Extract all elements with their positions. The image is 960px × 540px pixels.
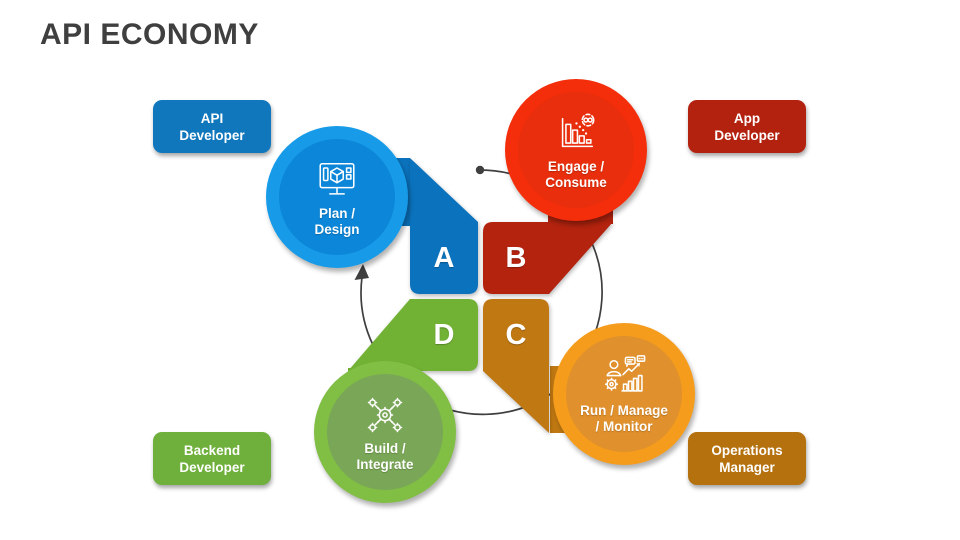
stage-circle-engage-consume: Engage / Consume <box>505 79 647 221</box>
stage-label-line2: Integrate <box>356 456 414 472</box>
stage-circle-engage-consume-inner: Engage / Consume <box>518 92 634 208</box>
role-label-line2: Manager <box>719 459 775 475</box>
role-label-line1: API <box>200 110 224 126</box>
stage-label-line2: / Monitor <box>595 418 653 434</box>
role-label-line1: App <box>733 110 761 126</box>
chart-coins-icon <box>561 113 595 147</box>
role-label-line1: Backend <box>183 442 241 458</box>
stage-letter-a: A <box>433 241 455 274</box>
role-label-line2: Developer <box>179 459 245 475</box>
role-label-line1: Operations <box>711 442 783 458</box>
stage-circle-build-integrate-inner: Build / Integrate <box>327 374 443 490</box>
stage-shape-b <box>483 222 613 294</box>
stage-label-line2: Design <box>314 221 360 237</box>
stage-circle-run-manage-monitor-inner: Run / Manage / Monitor <box>566 336 682 452</box>
stage-label-line2: Consume <box>545 174 607 190</box>
stage-label-line1: Plan / <box>318 205 355 221</box>
stage-letter-b: B <box>505 241 527 274</box>
role-box-app-developer: App Developer <box>688 100 806 153</box>
stage-label-line1: Run / Manage <box>580 402 668 418</box>
stage-label-line1: Engage / <box>547 158 605 174</box>
gear-network-icon <box>367 397 403 432</box>
stage-letter-c: C <box>505 318 527 351</box>
role-box-api-developer: API Developer <box>153 100 271 153</box>
stage-circle-build-integrate: Build / Integrate <box>314 361 456 503</box>
stage-circle-run-manage-monitor: Run / Manage / Monitor <box>553 323 695 465</box>
stage-letter-d: D <box>433 318 455 351</box>
monitor-cube-icon <box>319 162 355 195</box>
role-label-line2: Developer <box>179 127 245 143</box>
role-box-backend-developer: Backend Developer <box>153 432 271 485</box>
stage-shape-c <box>483 299 549 433</box>
stage-label-line1: Build / <box>364 440 406 456</box>
role-label-line2: Developer <box>714 127 780 143</box>
stage-shape-d <box>348 299 478 371</box>
role-box-operations-manager: Operations Manager <box>688 432 806 485</box>
arc-dot <box>475 165 485 175</box>
slide-title: API ECONOMY <box>40 18 259 51</box>
stage-circle-plan-design: Plan / Design <box>266 126 408 268</box>
stage-shape-a <box>410 158 478 294</box>
stage-circle-plan-design-inner: Plan / Design <box>279 139 395 255</box>
person-gear-chart-icon <box>604 354 646 392</box>
arc-arrowhead-icon <box>354 264 369 280</box>
